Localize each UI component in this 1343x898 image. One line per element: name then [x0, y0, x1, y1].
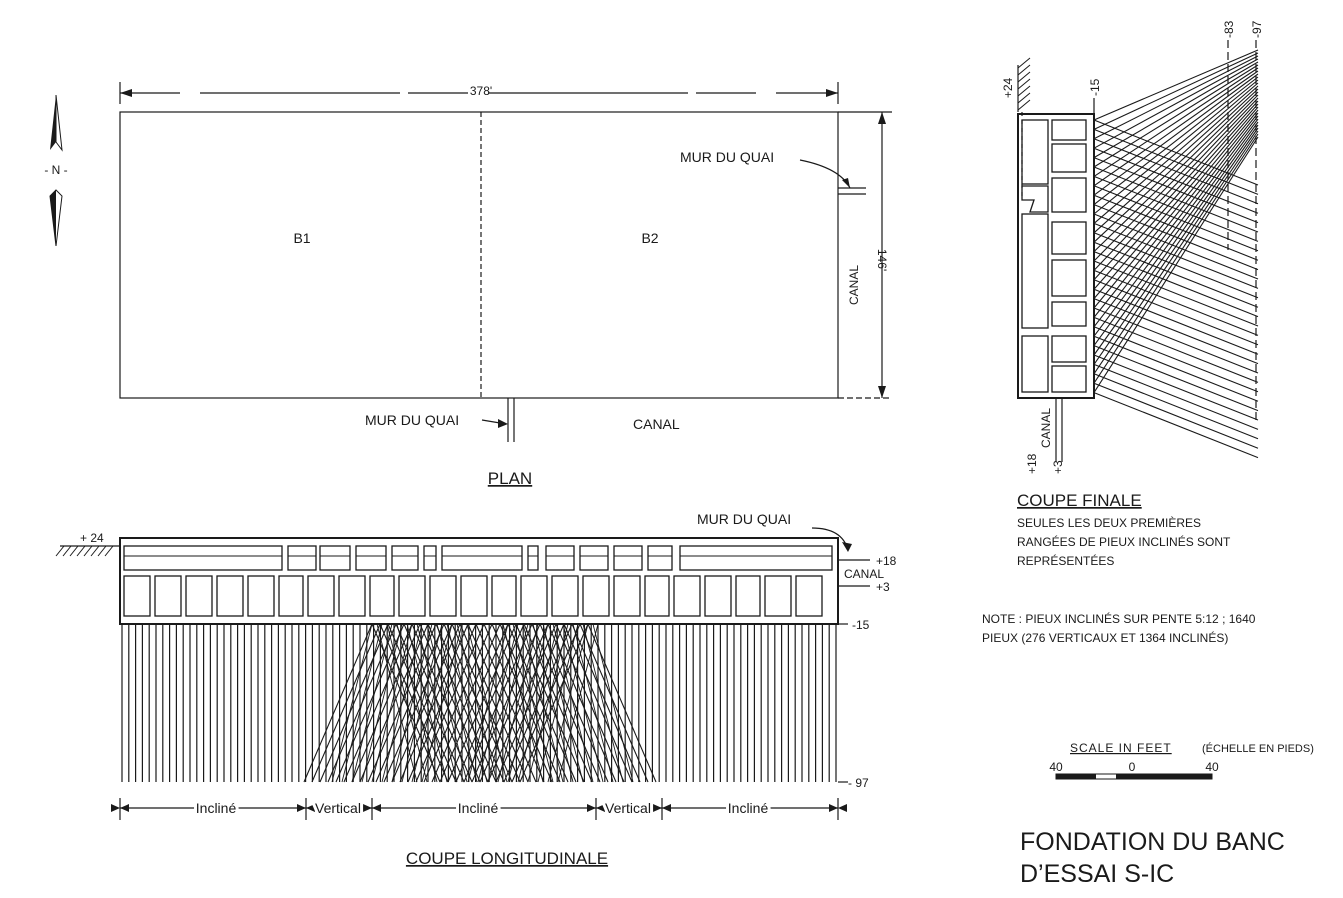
zone-label-1: Incliné — [196, 800, 237, 816]
end-note-line-2: RANGÉES DE PIEUX INCLINÉS SONT — [1017, 534, 1231, 549]
structure-cells — [123, 545, 833, 617]
zone-label-3: Incliné — [458, 800, 499, 816]
end-elev-m97: -97 — [1250, 20, 1264, 38]
quay-wall-bottom-label: MUR DU QUAI — [365, 412, 459, 428]
canal-right-label: CANAL — [847, 265, 861, 305]
ground-hatch — [1017, 57, 1031, 111]
long-elev-18: +18 — [876, 554, 897, 568]
end-elev-18: +18 — [1025, 453, 1039, 474]
scale-label: SCALE IN FEET — [1070, 741, 1172, 755]
end-note-line-1: SEULES LES DEUX PREMIÈRES — [1017, 515, 1201, 530]
longitudinal-section: + 24 MUR DU QUAI +18 CANAL +3 -15 - 97 I… — [55, 511, 897, 868]
end-elev-m83: -83 — [1222, 20, 1236, 38]
plan-height-label: 146' — [875, 249, 889, 271]
plan-width-label: 378' — [470, 84, 492, 98]
plan-title: PLAN — [488, 469, 532, 488]
end-section-title: COUPE FINALE — [1017, 491, 1142, 510]
inclined-piles — [1093, 49, 1259, 459]
end-section: +24 -15 -83 -97 CANAL +18 +3 COUPE FINAL… — [1001, 20, 1264, 568]
north-arrow-icon — [49, 94, 63, 247]
scale-tick-right: 40 — [1205, 760, 1219, 774]
piles — [121, 623, 837, 783]
scale-label-fr: (ÉCHELLE EN PIEDS) — [1202, 742, 1314, 755]
zone-dimension-ticks — [111, 798, 847, 820]
quay-wall-right-label: MUR DU QUAI — [680, 149, 774, 165]
note-line-1: NOTE : PIEUX INCLINÉS SUR PENTE 5:12 ; 1… — [982, 611, 1256, 626]
zone-b2-label: B2 — [641, 230, 658, 246]
scale-tick-mid: 0 — [1129, 760, 1136, 774]
long-elev-m97: - 97 — [848, 776, 869, 790]
long-canal-label: CANAL — [844, 567, 884, 581]
long-section-title: COUPE LONGITUDINALE — [406, 849, 608, 868]
zone-b1-label: B1 — [293, 230, 310, 246]
drawing-title-line-1: FONDATION DU BANC — [1020, 828, 1285, 856]
end-note-line-3: REPRÉSENTÉES — [1017, 553, 1114, 568]
end-canal-label: CANAL — [1039, 408, 1053, 448]
test-stand-structure — [119, 537, 839, 625]
scale-bar: SCALE IN FEET (ÉCHELLE EN PIEDS) 40 0 40 — [1049, 741, 1314, 780]
zone-label-5: Incliné — [728, 800, 769, 816]
plan-view: - N - 378' B1 B2 146' MUR DU QUAI CANAL … — [44, 82, 892, 488]
long-quay-wall-label: MUR DU QUAI — [697, 511, 791, 527]
end-elev-m15: -15 — [1088, 78, 1102, 96]
canal-bottom-label: CANAL — [633, 416, 680, 432]
long-elev-3: +3 — [876, 580, 890, 594]
long-elev-top: + 24 — [80, 531, 104, 545]
note-line-2: PIEUX (276 VERTICAUX ET 1364 INCLINÉS) — [982, 630, 1228, 645]
long-elev-m15: -15 — [852, 618, 870, 632]
drawing-title-line-2: D’ESSAI S-IC — [1020, 860, 1174, 888]
ground-hatch — [55, 545, 114, 557]
zone-label-4: Vertical — [605, 800, 651, 816]
north-label: - N - — [44, 163, 67, 177]
scale-tick-left: 40 — [1049, 760, 1063, 774]
end-elev-3: +3 — [1051, 460, 1065, 474]
end-elev-top: +24 — [1001, 77, 1015, 98]
zone-label-2: Vertical — [315, 800, 361, 816]
plan-outline — [119, 111, 839, 399]
